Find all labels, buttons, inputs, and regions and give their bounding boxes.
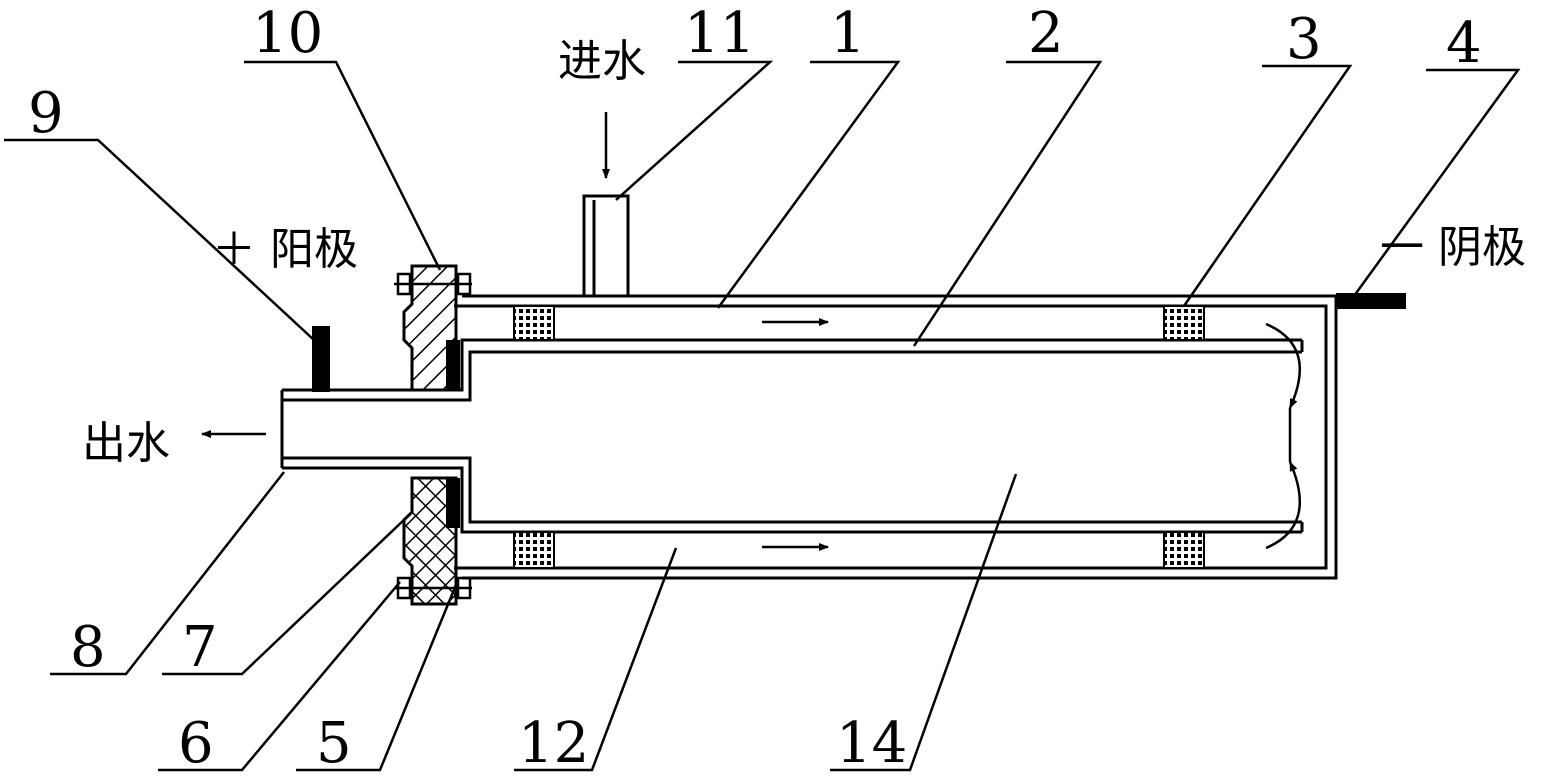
leader-7 <box>162 517 407 676</box>
water-in-label: 进水 <box>558 36 646 87</box>
anode-terminal <box>312 326 330 392</box>
label-5: 5 <box>316 711 352 776</box>
water-inlet-pipe <box>582 194 630 298</box>
seal-top-left <box>513 305 555 341</box>
label-4: 4 <box>1446 11 1482 76</box>
leader-6 <box>158 581 401 772</box>
label-12: 12 <box>518 711 589 776</box>
leader-lines <box>4 60 1521 772</box>
leader-11 <box>615 60 774 201</box>
label-10: 10 <box>252 1 323 66</box>
water-out-label: 出水 <box>82 418 170 469</box>
bolt-bottom <box>394 576 472 600</box>
leader-4 <box>1352 68 1521 297</box>
leader-14 <box>830 473 1018 772</box>
end-flange <box>402 264 460 606</box>
leader-8 <box>50 471 285 676</box>
label-7: 7 <box>182 615 218 680</box>
leader-3 <box>1182 64 1353 307</box>
leader-12 <box>514 547 678 772</box>
return-arrow-top <box>1265 322 1302 409</box>
cathode-terminal <box>1336 293 1406 309</box>
inner-electrode-tube <box>280 338 1304 534</box>
label-1: 1 <box>830 1 866 66</box>
anode-label: ＋ 阳极 <box>212 224 358 275</box>
label-11: 11 <box>684 1 755 66</box>
seal-bottom-right <box>1163 531 1205 569</box>
seal-bottom-left <box>513 531 555 569</box>
label-14: 14 <box>836 711 907 776</box>
bolt-top <box>394 272 472 296</box>
label-2: 2 <box>1028 1 1064 66</box>
flow-arrows <box>201 112 1302 551</box>
label-3: 3 <box>1286 7 1322 72</box>
leader-2 <box>912 60 1103 347</box>
label-9: 9 <box>28 81 64 146</box>
label-8: 8 <box>70 615 106 680</box>
leader-9 <box>4 138 315 341</box>
label-6: 6 <box>178 711 214 776</box>
cathode-label: 一 阴极 <box>1380 222 1526 273</box>
seal-rings <box>513 305 1205 569</box>
outer-housing <box>454 294 1338 580</box>
return-arrow-bottom <box>1265 461 1302 550</box>
leader-1 <box>716 60 901 309</box>
leader-10 <box>244 60 442 271</box>
leader-5 <box>296 579 460 772</box>
seal-top-right <box>1163 305 1205 341</box>
